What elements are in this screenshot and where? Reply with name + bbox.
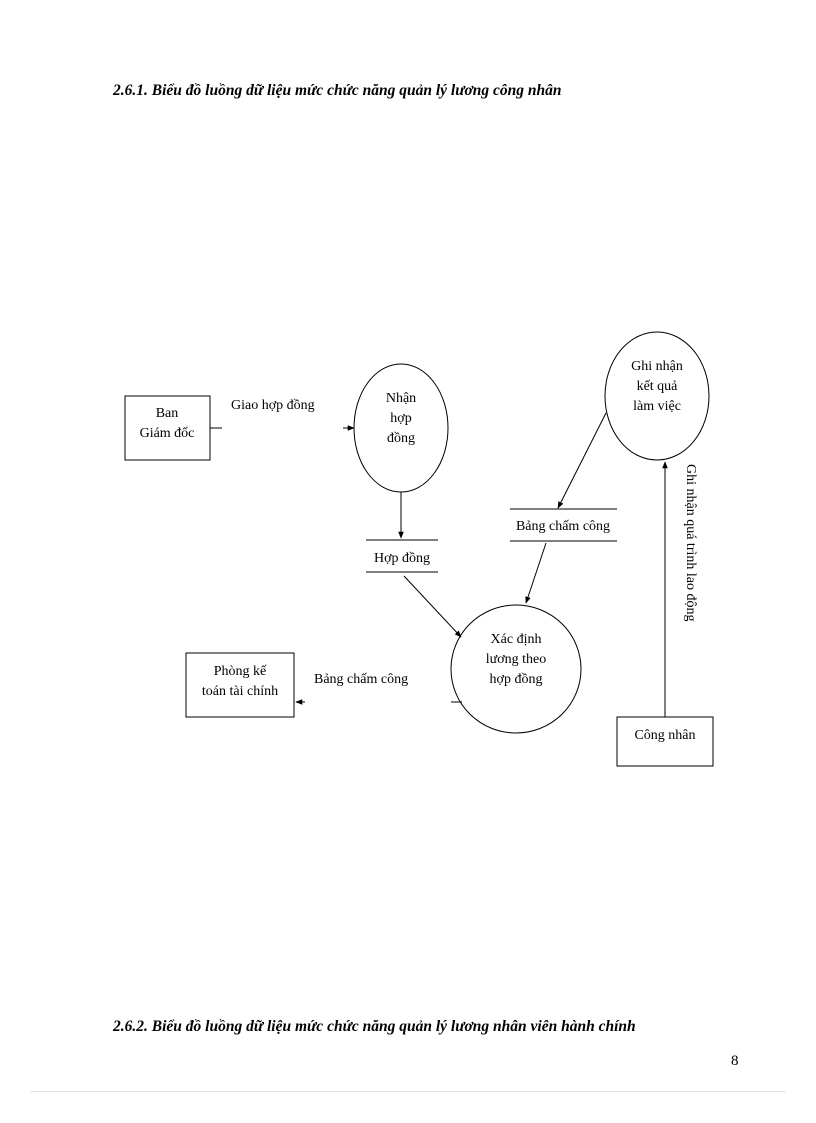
process-ghi-nhan-line-2: kết quả [637, 379, 679, 394]
process-xac-dinh-luong: Xác định lương theo hợp đồng [450, 604, 582, 734]
entity-cong-nhan-label: Công nhân [634, 728, 695, 743]
section-heading-2-6-2: 2.6.2. Biểu đồ luồng dữ liệu mức chức nă… [113, 1018, 636, 1035]
entity-ban-giam-doc-line-1: Ban [156, 406, 179, 421]
process-xac-dinh-line-1: Xác định [491, 632, 542, 647]
process-ghi-nhan-line-3: làm việc [633, 399, 681, 414]
flow-bang-cham-cong-out: Bảng chấm công [295, 672, 462, 705]
process-ghi-nhan-line-1: Ghi nhận [631, 359, 683, 374]
store-hop-dong-label: Hợp đồng [374, 551, 430, 566]
flow-ghi-nhan-qua-trinh: Ghi nhận quá trình lao động [662, 461, 698, 717]
footer-divider [30, 1091, 786, 1092]
process-nhan-hop-dong-line-3: đồng [387, 431, 415, 446]
store-bang-cham-cong-label: Bảng chấm công [516, 519, 610, 534]
entity-phong-ke-toan-line-1: Phòng kế [214, 664, 267, 679]
entity-phong-ke-toan-line-2: toán tài chính [202, 684, 278, 699]
store-bang-cham-cong: Bảng chấm công [510, 508, 617, 542]
process-nhan-hop-dong-line-2: hợp [390, 411, 411, 426]
flow-ghi-nhan-qua-trinh-label: Ghi nhận quá trình lao động [683, 464, 698, 621]
flow-bang-cham-cong-out-label: Bảng chấm công [314, 672, 408, 687]
flow-ghi-nhan-to-store [557, 412, 607, 509]
page-number: 8 [731, 1053, 739, 1069]
process-nhan-hop-dong-line-1: Nhận [386, 391, 416, 406]
flow-giao-hop-dong: Giao hợp đồng [210, 398, 355, 431]
process-nhan-hop-dong: Nhận hợp đồng [353, 363, 449, 493]
flow-hop-dong-to-xac-dinh [403, 575, 462, 638]
process-xac-dinh-line-3: hợp đồng [490, 672, 543, 687]
entity-cong-nhan: Công nhân [616, 716, 714, 767]
entity-phong-ke-toan: Phòng kế toán tài chính [185, 652, 295, 718]
section-heading-2-6-1: 2.6.1. Biểu đồ luồng dữ liệu mức chức nă… [113, 82, 562, 99]
process-ghi-nhan-ket-qua: Ghi nhận kết quả làm việc [604, 331, 710, 461]
flow-giao-hop-dong-label: Giao hợp đồng [231, 398, 315, 413]
entity-ban-giam-doc: Ban Giám đốc [124, 395, 211, 461]
entity-ban-giam-doc-line-2: Giám đốc [140, 426, 195, 441]
flow-store-to-xac-dinh [525, 542, 547, 604]
process-xac-dinh-line-2: lương theo [486, 652, 546, 667]
store-hop-dong: Hợp đồng [366, 539, 438, 573]
